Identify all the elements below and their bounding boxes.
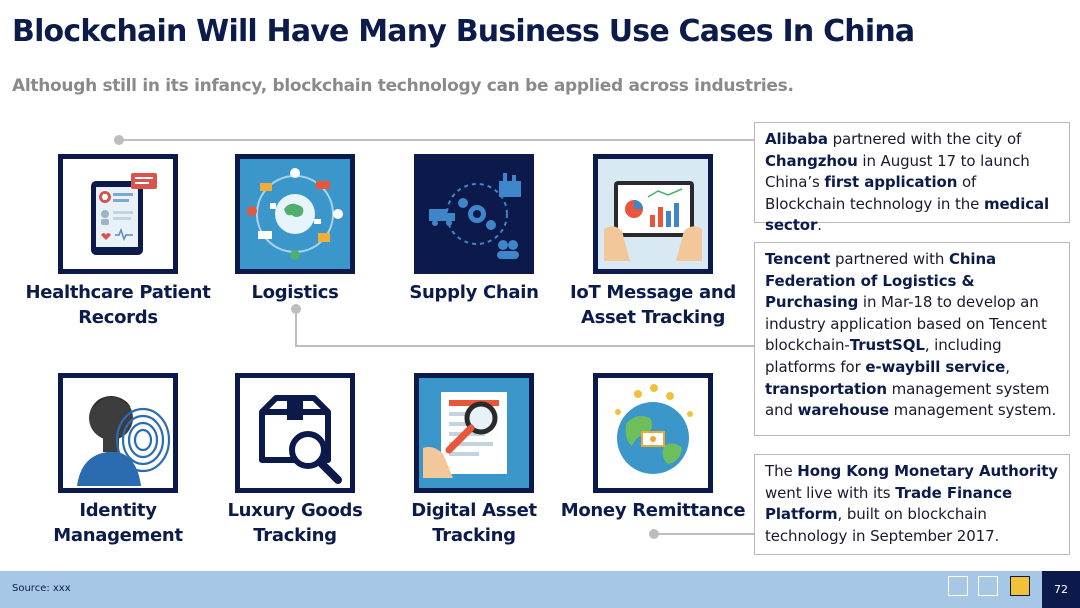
iot-tablet-chart-icon <box>604 181 702 261</box>
supply-chain-icon <box>429 173 521 259</box>
page-number: 72 <box>1042 571 1080 608</box>
tile-money-remittance <box>593 373 713 493</box>
connector-tencent-vertical <box>295 309 297 347</box>
logistics-globe-icon <box>247 168 343 260</box>
medical-tablet-icon <box>91 173 157 255</box>
hkma-callout: The Hong Kong Monetary Authority went li… <box>754 454 1070 555</box>
tile-iot <box>593 154 713 274</box>
connector-hkma <box>654 533 755 535</box>
tile-label-logistics: Logistics <box>251 282 339 303</box>
tile-label-supply-chain: Supply Chain <box>409 282 539 303</box>
connector-alibaba <box>119 139 755 141</box>
connector-tencent-horizontal <box>295 345 755 347</box>
connector-dot-alibaba <box>114 135 124 145</box>
footer-bar: Source: xxx 72 <box>0 571 1080 608</box>
tile-luxury-goods <box>235 373 355 493</box>
document-magnifier-icon <box>423 392 507 478</box>
fingerprint-identity-icon <box>77 396 171 486</box>
tile-digital-asset <box>414 373 534 493</box>
tile-label-money-remittance: Money Remittance <box>560 500 746 521</box>
tile-healthcare <box>58 154 178 274</box>
tencent-callout: Tencent partnered with China Federation … <box>754 242 1070 436</box>
footer-book-icon <box>948 576 968 596</box>
connector-dot-tencent <box>291 304 301 314</box>
tile-logistics <box>235 154 355 274</box>
package-search-icon <box>259 395 342 484</box>
alibaba-callout: Alibaba partnered with the city of Chang… <box>754 122 1070 234</box>
footer-brand-logo <box>1010 576 1030 596</box>
tile-supply-chain <box>414 154 534 274</box>
globe-money-icon <box>615 384 693 474</box>
page-subtitle: Although still in its infancy, blockchai… <box>12 76 794 96</box>
page-title: Blockchain Will Have Many Business Use C… <box>12 14 915 49</box>
footer-500-icon <box>978 576 998 596</box>
connector-dot-hkma <box>649 529 659 539</box>
source-note: Source: xxx <box>12 583 71 594</box>
tile-identity <box>58 373 178 493</box>
